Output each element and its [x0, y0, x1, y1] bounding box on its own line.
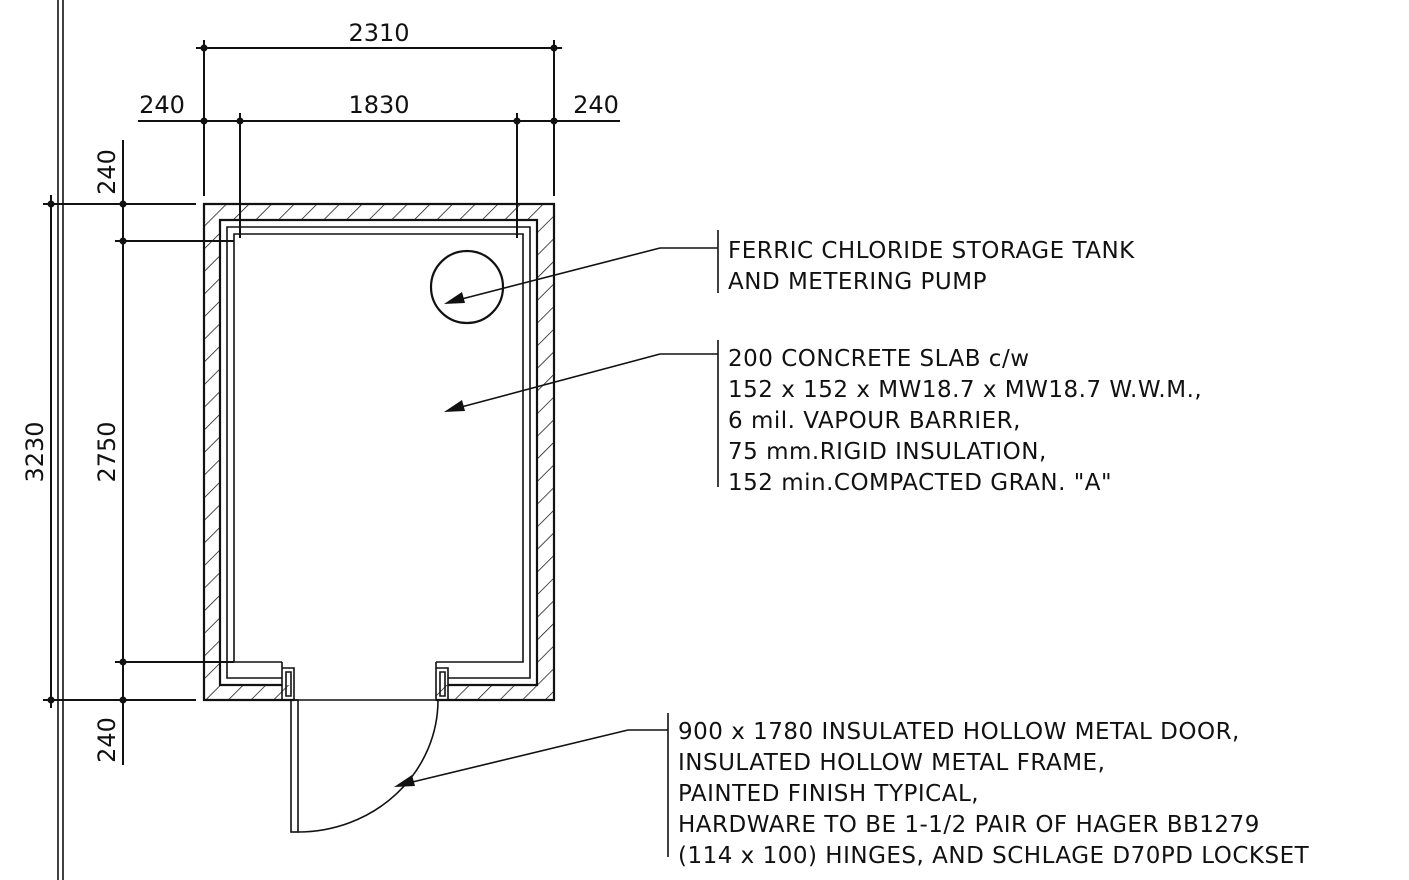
- note-tank-line: FERRIC CHLORIDE STORAGE TANK: [728, 238, 1135, 264]
- dim-right-wall: 240: [573, 91, 619, 119]
- left-dimensions: 3230 240 2750 240: [21, 140, 234, 765]
- note-door-line: (114 x 100) HINGES, AND SCHLAGE D70PD LO…: [678, 843, 1310, 869]
- dim-overall-depth: 3230: [21, 421, 49, 482]
- storage-tank-symbol: [429, 249, 505, 325]
- dim-left-wall: 240: [139, 91, 185, 119]
- note-door-line: PAINTED FINISH TYPICAL,: [678, 781, 979, 807]
- door-swing: [282, 699, 439, 833]
- dim-bottom-wall: 240: [93, 717, 121, 763]
- note-tank-line: AND METERING PUMP: [728, 269, 987, 295]
- note-slab-line: 75 mm.RIGID INSULATION,: [728, 439, 1047, 465]
- note-door-line: HARDWARE TO BE 1-1/2 PAIR OF HAGER BB127…: [678, 812, 1260, 838]
- dim-overall-width: 2310: [348, 19, 409, 47]
- note-slab-line: 6 mil. VAPOUR BARRIER,: [728, 408, 1021, 434]
- dim-top-wall: 240: [93, 149, 121, 195]
- leader-arrows: [394, 247, 718, 787]
- building-walls: [202, 202, 556, 702]
- dim-inner-width: 1830: [348, 91, 409, 119]
- note-slab-line: 200 CONCRETE SLAB c/w: [728, 346, 1030, 372]
- note-slab: 200 CONCRETE SLAB c/w 152 x 152 x MW18.7…: [717, 340, 1202, 496]
- dim-inner-depth: 2750: [93, 421, 121, 482]
- note-slab-line: 152 x 152 x MW18.7 x MW18.7 W.W.M.,: [728, 377, 1202, 403]
- note-door: 900 x 1780 INSULATED HOLLOW METAL DOOR, …: [667, 713, 1310, 869]
- note-door-line: 900 x 1780 INSULATED HOLLOW METAL DOOR,: [678, 719, 1240, 745]
- note-door-line: INSULATED HOLLOW METAL FRAME,: [678, 750, 1105, 776]
- note-tank: FERRIC CHLORIDE STORAGE TANK AND METERIN…: [717, 230, 1135, 295]
- note-slab-line: 152 min.COMPACTED GRAN. "A": [728, 470, 1112, 496]
